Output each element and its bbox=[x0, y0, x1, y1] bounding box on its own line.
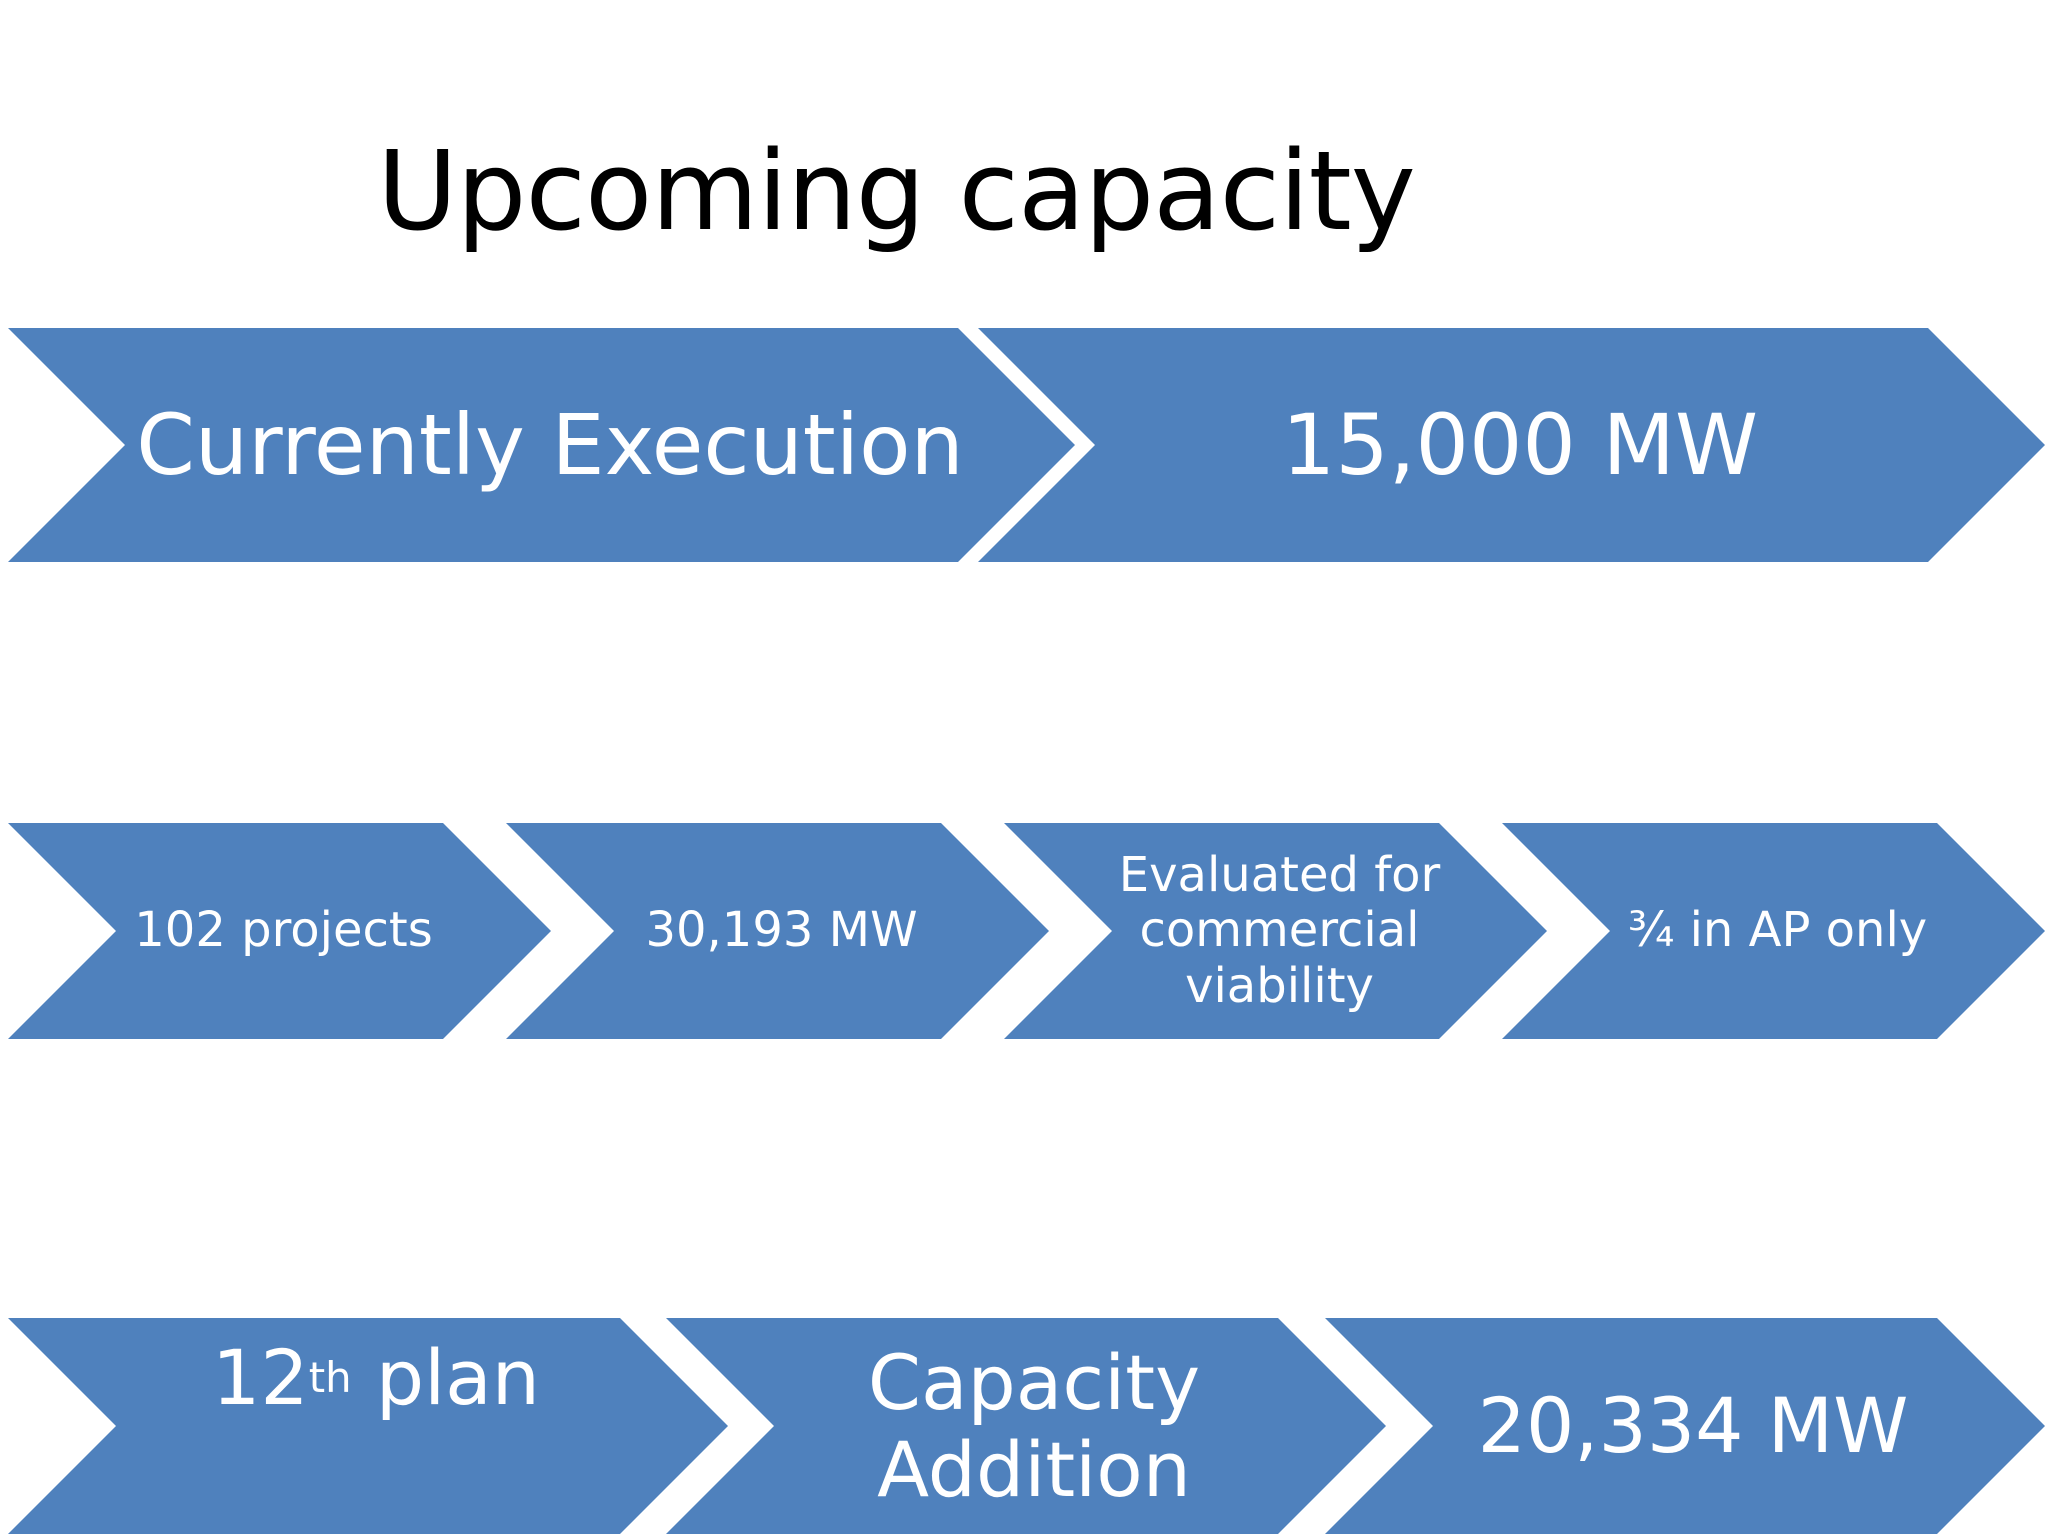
row3-chevron-1 bbox=[8, 1318, 728, 1534]
row2-label-1: 102 projects bbox=[134, 902, 433, 959]
plan-word: plan bbox=[375, 1333, 540, 1423]
row2-chevron-3 bbox=[1004, 823, 1547, 1039]
row3-label-3: 20,334 MW bbox=[1477, 1381, 1909, 1471]
row2-chevron-1 bbox=[8, 823, 551, 1039]
row2-label-2: 30,193 MW bbox=[645, 902, 918, 959]
row2-label-4: ¾ in AP only bbox=[1627, 902, 1928, 959]
row2-chevron-2 bbox=[506, 823, 1049, 1039]
row3-label-2: Capacity Addition bbox=[867, 1337, 1201, 1514]
slide-title: Upcoming capacity bbox=[377, 127, 1416, 255]
row3-chevron-2 bbox=[666, 1318, 1386, 1534]
plan-number: 12 bbox=[212, 1333, 309, 1423]
row2-chevron-4 bbox=[1502, 823, 2045, 1039]
row2-label-3: Evaluated for commercial viability bbox=[1118, 847, 1441, 1014]
row3-chevron-3 bbox=[1325, 1318, 2045, 1534]
row1-chevron-1 bbox=[8, 328, 1075, 562]
row1-label-2: 15,000 MW bbox=[1281, 395, 1759, 494]
row1-label-1: Currently Execution bbox=[136, 395, 964, 494]
row1-chevron-2 bbox=[978, 328, 2045, 562]
